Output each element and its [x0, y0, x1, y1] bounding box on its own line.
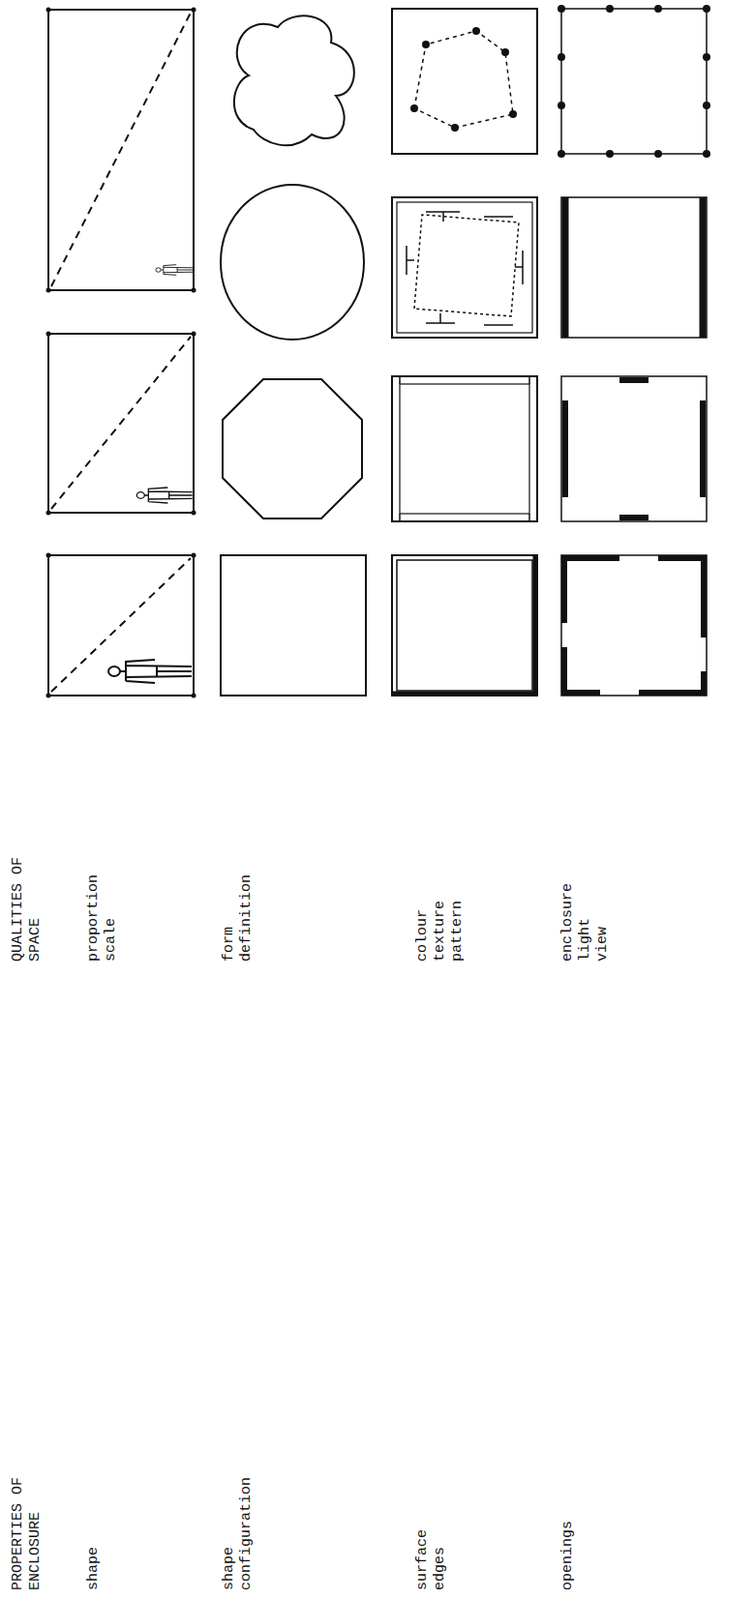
property-label: shape [85, 1547, 103, 1592]
quality-label: form definition [220, 874, 256, 963]
column-heading: PROPERTIES OF ENCLOSURE [9, 1469, 45, 1592]
openings-cell [561, 555, 707, 696]
property-label: shape configuration [220, 1477, 256, 1592]
label-text: proportion scale [85, 874, 121, 963]
quality-label: proportion scale [85, 874, 121, 963]
label-text: surface edges [414, 1530, 450, 1592]
surface-cell [392, 8, 538, 154]
label-text: openings [559, 1521, 577, 1592]
openings-cell [557, 4, 711, 158]
corner-dots [46, 7, 197, 699]
human-figure [136, 487, 192, 504]
human-figure [155, 265, 193, 276]
label-text: shape configuration [220, 1477, 256, 1592]
free-form [234, 15, 355, 146]
circle-form [220, 184, 364, 340]
surface-cell [392, 376, 538, 522]
openings-cell [561, 197, 707, 338]
label-text: colour texture pattern [414, 901, 467, 963]
property-label: openings [559, 1521, 577, 1592]
column-heading: QUALITIES OF SPACE [9, 840, 45, 963]
label-text: enclosure light view [559, 883, 612, 963]
human-figure [108, 660, 192, 684]
quality-label: colour texture pattern [414, 901, 467, 963]
openings-cell [561, 376, 707, 522]
label-text: form definition [220, 874, 256, 963]
label-text: QUALITIES OF SPACE [9, 840, 45, 963]
square-form [220, 555, 366, 696]
surface-cell [392, 197, 538, 338]
label-text: PROPERTIES OF ENCLOSURE [9, 1469, 45, 1592]
surface-cell [392, 555, 538, 696]
proportion-cell [48, 555, 194, 696]
quality-label: enclosure light view [559, 883, 612, 963]
octagon-form [222, 379, 362, 519]
label-text: shape [85, 1547, 103, 1592]
property-label: surface edges [414, 1530, 450, 1592]
proportion-cell [48, 9, 194, 291]
proportion-cell [48, 333, 194, 513]
